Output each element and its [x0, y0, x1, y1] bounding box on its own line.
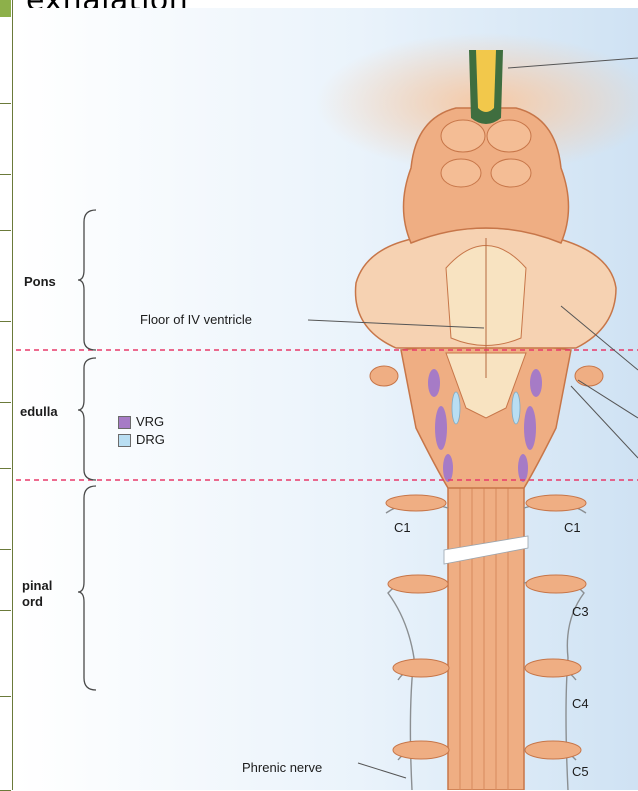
- table-cell: [0, 0, 11, 104]
- table-cell: [0, 104, 11, 175]
- label-spinal-line2: ord: [22, 594, 43, 609]
- spinal-cord: [444, 478, 528, 790]
- table-cell: [0, 697, 11, 791]
- legend-swatch-vrg: [118, 416, 131, 429]
- label-c1-left: C1: [394, 520, 411, 535]
- left-olive: [370, 366, 398, 386]
- table-cell: [0, 175, 11, 231]
- label-c3: C3: [572, 604, 589, 619]
- label-c1-right: C1: [564, 520, 581, 535]
- label-floor-iv-ventricle: Floor of IV ventricle: [140, 312, 252, 327]
- pineal-gland: [476, 50, 496, 112]
- legend-label-drg: DRG: [136, 432, 165, 447]
- midbrain: [404, 108, 569, 243]
- label-pons: Pons: [24, 274, 56, 289]
- legend-label-vrg: VRG: [136, 414, 164, 429]
- brainstem-diagram: Pons edulla pinal ord Floor of IV ventri…: [16, 8, 638, 790]
- label-phrenic-nerve: Phrenic nerve: [242, 760, 322, 775]
- label-medulla: edulla: [20, 404, 58, 419]
- left-table-strip: [0, 0, 13, 790]
- label-c5: C5: [572, 764, 589, 779]
- table-cell: [0, 231, 11, 322]
- table-cell: [0, 403, 11, 469]
- label-spinal-line1: pinal: [22, 578, 52, 593]
- table-cell: [0, 611, 11, 697]
- brainstem-illustration: [16, 8, 638, 790]
- table-cell: [0, 469, 11, 550]
- table-cell: [0, 550, 11, 611]
- table-cell: [0, 322, 11, 403]
- legend-swatch-drg: [118, 434, 131, 447]
- label-c4: C4: [572, 696, 589, 711]
- right-olive: [575, 366, 603, 386]
